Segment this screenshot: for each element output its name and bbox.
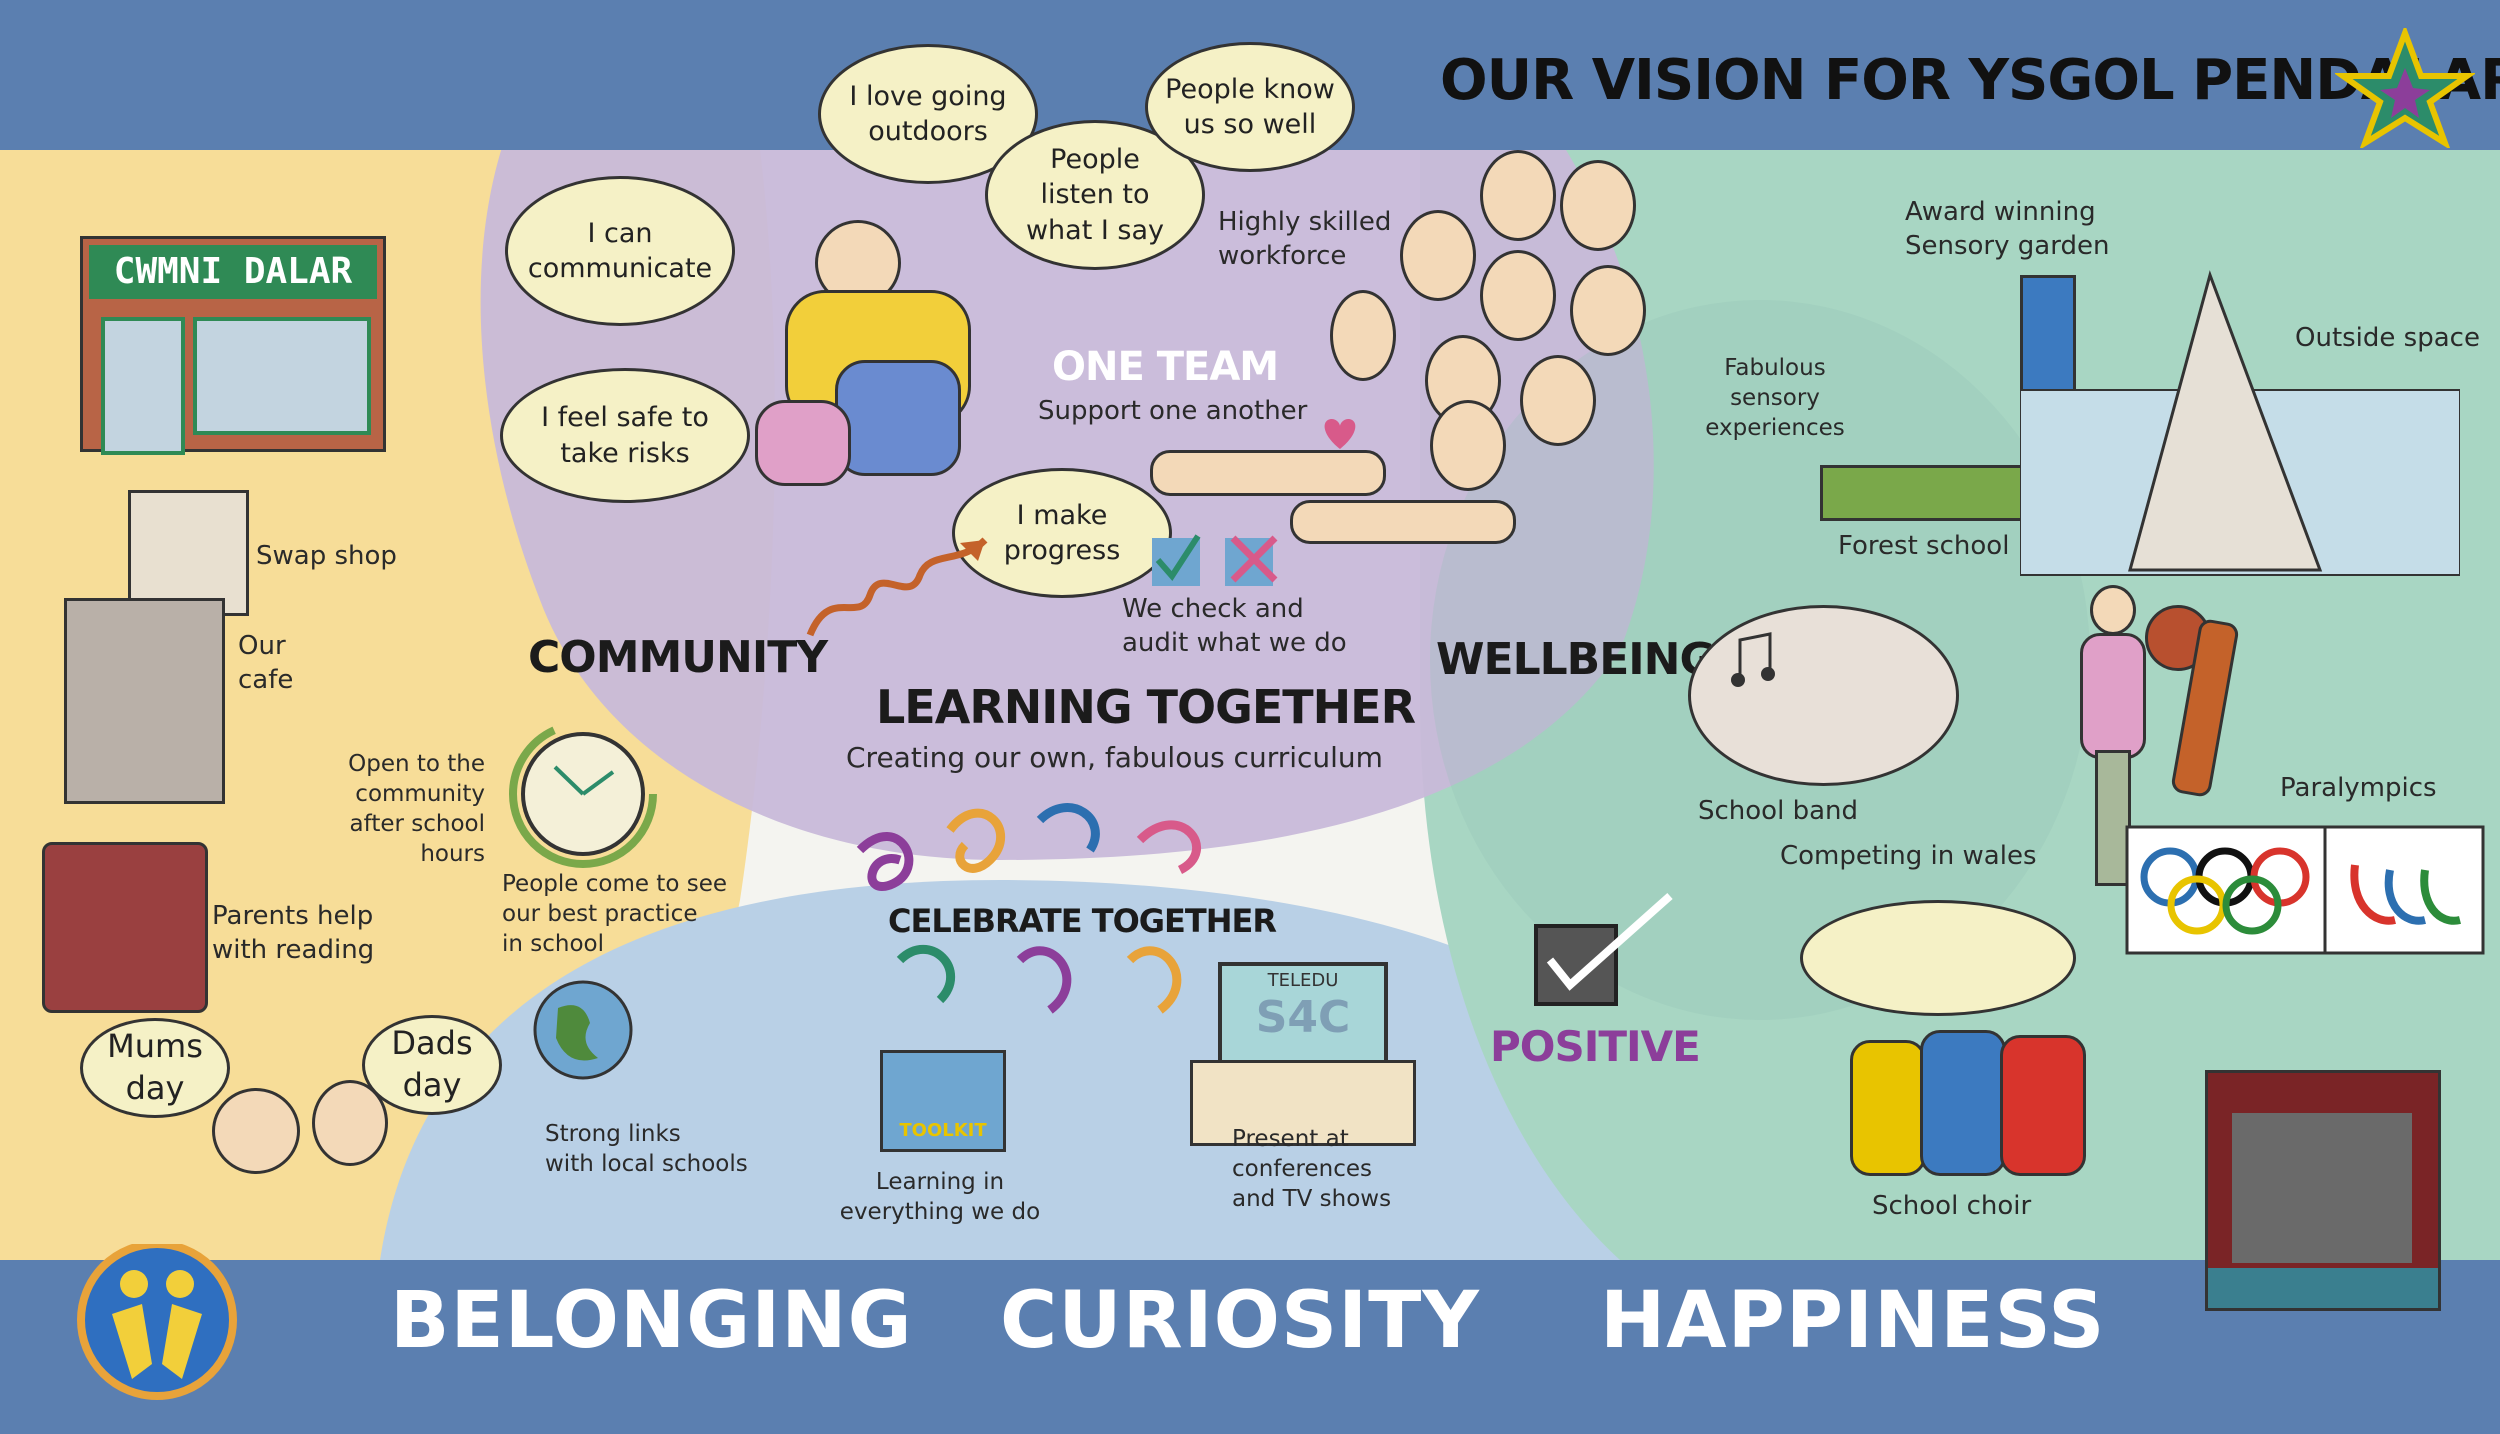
olympic-rings-icon: [2125, 825, 2485, 955]
star-icon: [2335, 28, 2475, 148]
progress-arrow: [806, 537, 988, 637]
outside-space-label: Outside space: [2295, 323, 2480, 353]
know-us-bubble: People know us so well: [1145, 42, 1355, 172]
parent-face: [212, 1088, 300, 1174]
staff-faces-illustration: [1330, 140, 1660, 491]
stage-illustration: [2205, 1070, 2441, 1311]
shop-illustration: CWMNI DALAR: [80, 236, 386, 455]
dads-day-bubble: Dads day: [362, 1015, 502, 1115]
sensory-exp-label: Fabulous sensory experiences: [1705, 355, 1845, 441]
mums-day-bubble: Mums day: [80, 1018, 230, 1118]
positive-tick-icon: [1534, 893, 1673, 1006]
skilled-label: Highly skilled workforce: [1218, 207, 1392, 271]
wellbeing-heading: WELLBEING: [1436, 634, 1716, 685]
tv-cabinet: [1190, 1060, 1416, 1146]
one-team-sub: Support one another: [1038, 396, 1308, 426]
competing-label: Competing in wales: [1780, 841, 2037, 871]
band-bubble: [1688, 605, 1959, 786]
safe-bubble: I feel safe to take risks: [500, 368, 750, 503]
swap-shop-label: Swap shop: [256, 541, 397, 571]
clock-icon: [509, 720, 657, 868]
band-label: School band: [1698, 796, 1858, 826]
positive-heading: POSITIVE: [1490, 1022, 1701, 1071]
check-label: We check and audit what we do: [1122, 594, 1347, 658]
parents-label: Parents help with reading: [212, 901, 375, 965]
progress-bubble: I make progress: [952, 468, 1172, 598]
cross-icon: [1230, 535, 1278, 583]
shop-window: [193, 317, 371, 435]
hands-illustration: [1150, 450, 1386, 496]
heart-icon: [1324, 419, 1356, 449]
value-curiosity: CURIOSITY: [1000, 1276, 1480, 1366]
best-practice-label: People come to see our best practice in …: [502, 871, 727, 957]
sensory-garden-label: Award winning Sensory garden: [1905, 197, 2110, 261]
value-happiness: HAPPINESS: [1600, 1276, 2106, 1366]
learning-region: [480, 65, 1654, 860]
value-belonging: BELONGING: [390, 1276, 913, 1366]
school-logo-icon: [77, 1244, 237, 1400]
tv-sign: TELEDU: [1267, 970, 1339, 991]
shop-sign: CWMNI DALAR: [89, 245, 377, 299]
celebration-swirls: [856, 803, 1202, 1014]
bottom-band: [0, 1262, 2500, 1406]
community-heading: COMMUNITY: [528, 632, 828, 683]
open-label: Open to the community after school hours: [348, 751, 485, 867]
learning-sub: Creating our own, fabulous curriculum: [846, 741, 1383, 774]
toolkit-sign: TOOLKIT: [899, 1120, 987, 1141]
communicate-bubble: I can communicate: [505, 176, 735, 326]
learning-heading: LEARNING TOGETHER: [876, 680, 1416, 734]
parent-face: [312, 1080, 388, 1166]
present-label: Present at conferences and TV shows: [1232, 1126, 1392, 1212]
cafe-label: Our cafe: [238, 631, 294, 695]
cafe-table: [64, 598, 225, 804]
learning-everything-label: Learning in everything we do: [839, 1169, 1041, 1225]
forest-school-label: Forest school: [1838, 531, 2010, 561]
shop-door: [101, 317, 185, 455]
celebrate-heading: CELEBRATE TOGETHER: [888, 902, 1277, 940]
hands-illustration: [1290, 500, 1516, 544]
pupils-group-illustration: [755, 200, 995, 500]
teepee-icon: [2020, 270, 2460, 576]
toolkit-illustration: TOOLKIT: [880, 1050, 1006, 1152]
choir-illustration: [1840, 1000, 2100, 1180]
tv-channel: S4C: [1255, 992, 1351, 1043]
choir-label: School choir: [1872, 1191, 2032, 1221]
one-team-heading: ONE TEAM: [1052, 344, 1279, 390]
globe-icon: [533, 980, 633, 1080]
paralympics-label: Paralympics: [2280, 773, 2437, 803]
local-schools-label: Strong links with local schools: [545, 1121, 748, 1177]
tv-icon: TELEDU S4C: [1218, 962, 1388, 1068]
yoga-figure-illustration: [2050, 585, 2170, 886]
music-note-icon: [1731, 632, 1775, 687]
parents-reading-illustration: [42, 842, 208, 1013]
poster-title: OUR VISION FOR YSGOL PENDALAR: [1440, 48, 2500, 113]
choir-bubble: [1800, 900, 2076, 1016]
